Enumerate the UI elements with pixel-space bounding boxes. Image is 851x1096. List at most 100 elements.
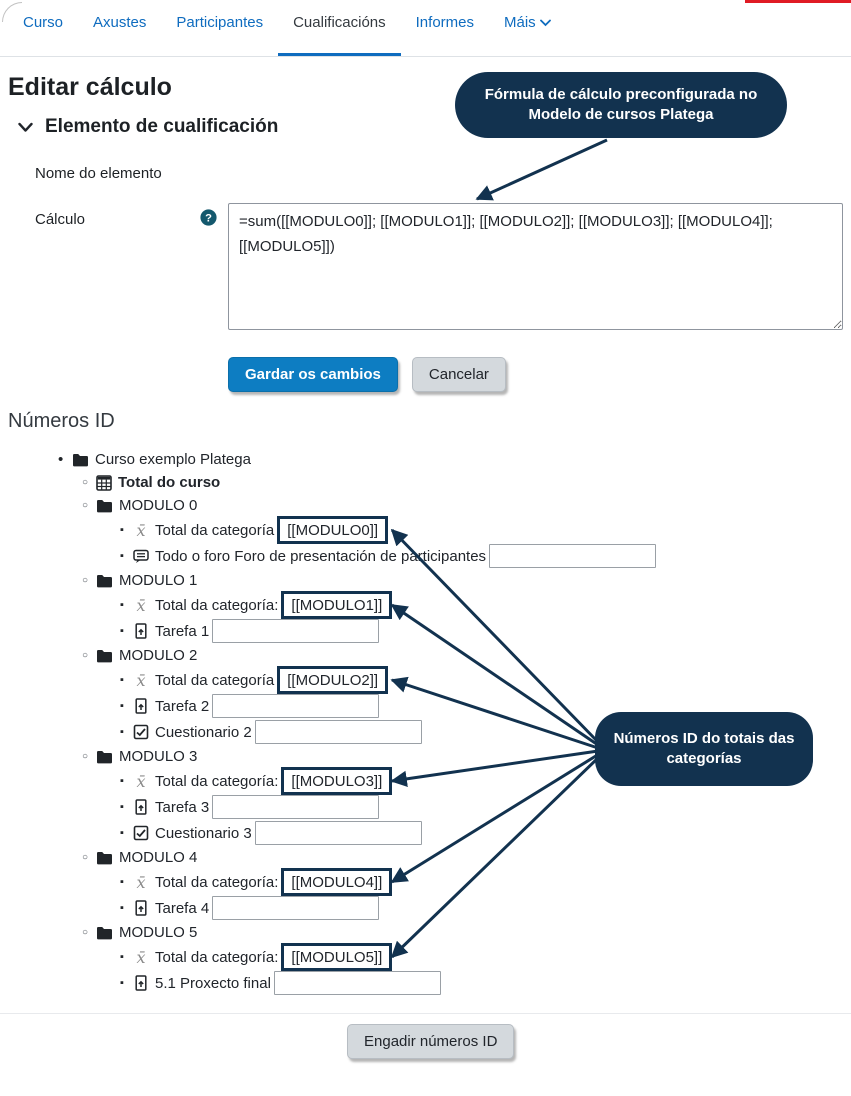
calculation-textarea[interactable]: =sum([[MODULO0]]; [[MODULO1]]; [[MODULO2… [228,203,843,330]
tree-row: Total do curso [0,471,851,494]
tab-mais-label: Máis [504,14,536,31]
save-button[interactable]: Gardar os cambios [228,357,398,392]
mean-icon: x̄ [136,595,146,615]
quiz-icon [133,724,149,740]
tree-row: Tarefa 4 [0,895,851,921]
tree-row: MODULO 3 [0,745,851,768]
assignment-icon [135,799,147,815]
idnumber-input[interactable] [273,971,441,995]
mean-icon: x̄ [136,947,146,967]
idnumber-highlight-box: [[MODULO2]] [277,666,389,694]
idnumber-highlight-box: [[MODULO0]] [277,516,389,544]
cancel-button[interactable]: Cancelar [411,357,506,392]
tree-row: MODULO 1 [0,569,851,592]
category-label: MODULO 0 [119,497,198,514]
tab-axustes[interactable]: Axustes [93,14,147,31]
tree-row: x̄ Total da categoría: [[MODULO3]] [0,767,851,795]
tab-participantes[interactable]: Participantes [176,14,264,31]
idnumber-input[interactable] [212,694,380,718]
tree-row: MODULO 4 [0,846,851,869]
assignment-icon [135,698,147,714]
folder-icon [97,574,112,587]
name-field-label: Nome do elemento [35,165,162,182]
item-label: Total da categoría: [155,873,279,891]
idnumber-highlight-box: [[MODULO1]] [281,591,393,619]
category-label: MODULO 1 [119,572,198,589]
annotation-callout-formula: Fórmula de cálculo preconfigurada no Mod… [455,72,787,138]
tree-row: x̄ Total da categoría: [[MODULO5]] [0,943,851,971]
assignment-icon [135,975,147,991]
tab-cualificacions[interactable]: Cualificacións [278,0,401,56]
folder-icon [97,926,112,939]
idnumber-input[interactable] [212,896,380,920]
tree-row: 5.1 Proxecto final [0,970,851,996]
item-label: Cuestionario 3 [155,824,252,842]
chevron-down-icon [18,122,33,132]
svg-text:?: ? [205,212,212,224]
calculator-icon [96,474,112,491]
item-label: Total da categoría [155,671,275,689]
form-buttons: Gardar os cambios Cancelar [228,357,506,392]
category-label: MODULO 4 [119,849,198,866]
item-label: Cuestionario 2 [155,723,252,741]
tree-row: Tarefa 3 [0,794,851,820]
item-label: Total da categoría: [155,948,279,966]
idnumber-input[interactable] [212,795,380,819]
quiz-icon [133,825,149,841]
idnumbers-title: Números ID [8,410,115,432]
idnumber-highlight-box: [[MODULO5]] [281,943,393,971]
annotation-callout-idnumbers: Números ID do totais das categorías [595,712,813,786]
item-label: Tarefa 4 [155,899,210,917]
category-label: Curso exemplo Platega [95,451,251,468]
tree-row: x̄ Total da categoría [[MODULO2]] [0,666,851,694]
tree-row: MODULO 5 [0,921,851,944]
tab-curso[interactable]: Curso [23,14,64,31]
assignment-icon [135,900,147,916]
calc-field-label: Cálculo [35,211,86,228]
tree-row: x̄ Total da categoría: [[MODULO4]] [0,868,851,896]
add-idnumbers-button[interactable]: Engadir números ID [347,1024,515,1059]
tree-row: x̄ Total da categoría [[MODULO0]] [0,516,851,544]
page-title: Editar cálculo [8,73,172,101]
red-indicator-bar [745,0,851,3]
mean-icon: x̄ [136,771,146,791]
tree-row: MODULO 2 [0,644,851,667]
folder-icon [97,499,112,512]
tree-row: MODULO 0 [0,494,851,517]
folder-icon [73,453,88,466]
mean-icon: x̄ [136,670,146,690]
section-header[interactable]: Elemento de cualificación [18,116,278,138]
idnumber-input[interactable] [489,544,657,568]
idnumber-input[interactable] [212,619,380,643]
idnumber-input[interactable] [254,720,422,744]
idnumber-highlight-box: [[MODULO3]] [281,767,393,795]
tree-row: Curso exemplo Platega [0,448,851,471]
category-label: MODULO 5 [119,924,198,941]
tree-row: Todo o foro Foro de presentación de part… [0,543,851,569]
tree-row: Tarefa 2 [0,693,851,719]
item-label: Tarefa 1 [155,622,210,640]
item-label: Total da categoría [155,521,275,539]
help-icon[interactable]: ? [200,209,217,231]
category-label: MODULO 3 [119,748,198,765]
section-title: Elemento de cualificación [45,116,279,137]
chevron-down-icon [539,19,551,27]
item-label: Total da categoría: [155,596,279,614]
tree-row: Cuestionario 3 [0,820,851,846]
mean-icon: x̄ [136,520,146,540]
item-label: Tarefa 3 [155,798,210,816]
tab-mais[interactable]: Máis [489,0,566,56]
folder-icon [97,750,112,763]
course-nav: Curso Axustes Participantes Cualificació… [0,0,851,57]
idnumber-input[interactable] [254,821,422,845]
folder-icon [97,649,112,662]
category-label: MODULO 2 [119,647,198,664]
divider [0,1013,851,1014]
course-total-label: Total do curso [118,474,221,491]
item-label: 5.1 Proxecto final [155,974,271,992]
forum-icon [133,549,149,563]
tab-informes[interactable]: Informes [415,14,474,31]
item-label: Todo o foro Foro de presentación de part… [155,547,487,565]
tree-row: x̄ Total da categoría: [[MODULO1]] [0,591,851,619]
